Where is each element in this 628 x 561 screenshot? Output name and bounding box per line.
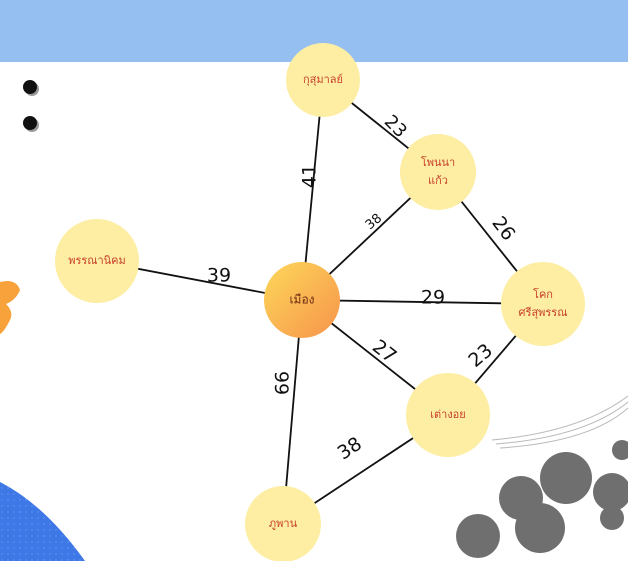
node-label: กุสุมาลย์ (303, 73, 343, 86)
decorative-blue-blob (0, 482, 85, 561)
node-phannanikhom: พรรณานิคม (55, 219, 139, 303)
edge-weight-label: 39 (207, 265, 231, 287)
edge-weight-label: 66 (272, 371, 294, 395)
decorative-gray-circles (456, 440, 628, 558)
decorative-orange-swirl (0, 281, 20, 334)
node-label: ศรีสุพรรณ (519, 306, 568, 319)
node-phuphan: ภูพาน (245, 486, 321, 561)
edge-weight-label: 41 (299, 164, 321, 188)
node-circle (406, 373, 490, 457)
node-circle (55, 219, 139, 303)
node-label: พรรณานิคม (68, 254, 126, 267)
node-label: โคก (533, 287, 553, 301)
edge-weight-label: 23 (464, 339, 497, 371)
node-kusumalai: กุสุมาลย์ (286, 43, 360, 117)
node-label: ภูพาน (269, 517, 298, 530)
node-circle (501, 262, 585, 346)
node-mueang: เมือง (264, 262, 340, 338)
node-taongoi: เต่างอย (406, 373, 490, 457)
node-label: โพนนา (421, 155, 455, 169)
bullet-point-1 (23, 80, 37, 94)
node-circle (286, 43, 360, 117)
node-label: เต่างอย (430, 408, 466, 421)
node-label: แก้ว (428, 174, 448, 187)
node-circle (264, 262, 340, 338)
bullet-point-2 (23, 116, 37, 130)
edge-weight-label: 38 (363, 211, 385, 233)
edge-weight-label: 29 (421, 287, 445, 309)
edge-weight-label: 23 (380, 111, 411, 142)
node-label: เมือง (289, 293, 314, 307)
edge-weight-label: 27 (368, 335, 401, 367)
decorative-curved-lines (491, 395, 628, 449)
node-circle (245, 486, 321, 561)
node-circle (400, 134, 476, 210)
edge-weight-label: 38 (334, 433, 366, 465)
